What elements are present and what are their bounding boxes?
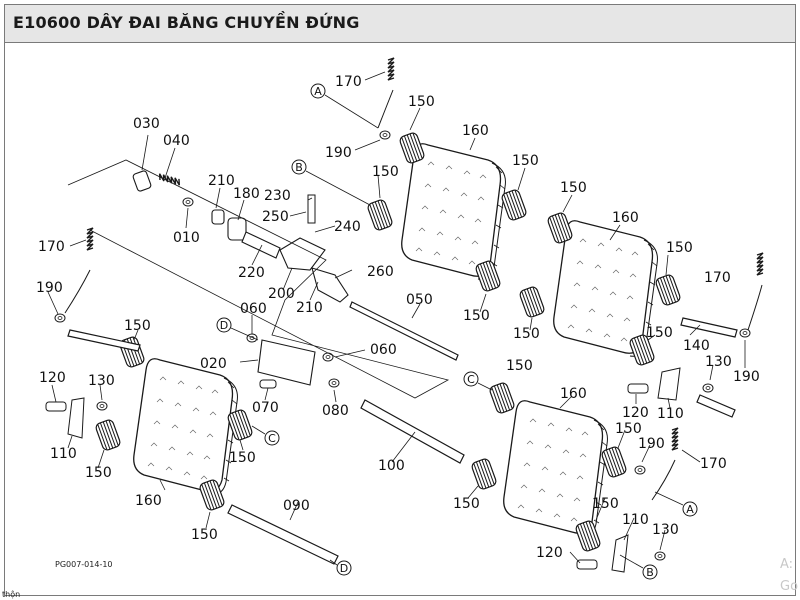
part-label-120: 120 <box>536 545 563 561</box>
part-label-170: 170 <box>704 270 731 286</box>
part-label-120: 120 <box>622 405 649 421</box>
shafts <box>67 301 738 565</box>
callout-a-2: A <box>686 503 694 516</box>
part-label-170: 170 <box>38 239 65 255</box>
callout-b-1: B <box>295 161 303 174</box>
part-label-060: 060 <box>370 342 397 358</box>
part-label-190: 190 <box>638 436 665 452</box>
drawing-code: PG007-014-10 <box>55 560 113 569</box>
part-label-190: 190 <box>733 369 760 385</box>
part-label-150: 150 <box>408 94 435 110</box>
part-label-150: 150 <box>506 358 533 374</box>
part-label-150: 150 <box>85 465 112 481</box>
small-hardware <box>45 130 751 573</box>
leader-lines <box>47 71 746 564</box>
callout-b-2: B <box>646 566 654 579</box>
part-label-160: 160 <box>135 493 162 509</box>
part-label-040: 040 <box>163 133 190 149</box>
part-label-150: 150 <box>512 153 539 169</box>
watermark-line-2: Go <box>780 579 798 594</box>
belt-lower-right <box>503 400 609 537</box>
part-label-060: 060 <box>240 301 267 317</box>
belt-upper-left <box>401 143 507 280</box>
callout-d-2: D <box>340 562 348 575</box>
title-bar: E10600 DÂY ĐAI BĂNG CHUYỀN ĐỨNG <box>5 5 795 43</box>
part-label-160: 160 <box>462 123 489 139</box>
part-label-190: 190 <box>36 280 63 296</box>
part-label-170: 170 <box>335 74 362 90</box>
callout-c-1: C <box>467 373 475 386</box>
part-label-190: 190 <box>325 145 352 161</box>
part-label-210: 210 <box>296 300 323 316</box>
callout-circles <box>216 83 698 580</box>
part-label-160: 160 <box>560 386 587 402</box>
part-label-140: 140 <box>683 338 710 354</box>
part-label-100: 100 <box>378 458 405 474</box>
part-label-030: 030 <box>133 116 160 132</box>
part-label-160: 160 <box>612 210 639 226</box>
part-label-200: 200 <box>268 286 295 302</box>
part-label-150: 150 <box>453 496 480 512</box>
part-label-130: 130 <box>88 373 115 389</box>
part-label-170: 170 <box>700 456 727 472</box>
part-label-150: 150 <box>463 308 490 324</box>
part-label-130: 130 <box>652 522 679 538</box>
part-label-150: 150 <box>372 164 399 180</box>
belt-lower-left <box>133 358 239 495</box>
part-label-150: 150 <box>191 527 218 543</box>
part-label-110: 110 <box>657 406 684 422</box>
part-label-150: 150 <box>615 421 642 437</box>
corner-text: thộn <box>2 589 20 599</box>
part-label-110: 110 <box>622 512 649 528</box>
part-label-240: 240 <box>334 219 361 235</box>
part-label-180: 180 <box>233 186 260 202</box>
assembly-outline <box>67 159 450 399</box>
part-label-070: 070 <box>252 400 279 416</box>
part-labels: 170 150 190 160 150 150 030 040 210 180 … <box>36 74 760 561</box>
springs <box>64 57 764 501</box>
part-label-150: 150 <box>124 318 151 334</box>
part-label-130: 130 <box>705 354 732 370</box>
part-label-020: 020 <box>200 356 227 372</box>
part-label-120: 120 <box>39 370 66 386</box>
part-label-150: 150 <box>560 180 587 196</box>
part-label-230: 230 <box>264 188 291 204</box>
part-label-150: 150 <box>646 325 673 341</box>
part-label-110: 110 <box>50 446 77 462</box>
part-label-150: 150 <box>592 496 619 512</box>
page-title: E10600 DÂY ĐAI BĂNG CHUYỀN ĐỨNG <box>13 13 360 32</box>
part-label-080: 080 <box>322 403 349 419</box>
part-label-220: 220 <box>238 265 265 281</box>
part-label-150: 150 <box>666 240 693 256</box>
part-label-150: 150 <box>513 326 540 342</box>
part-label-050: 050 <box>406 292 433 308</box>
callout-c-2: C <box>268 432 276 445</box>
callout-a-1: A <box>314 85 322 98</box>
part-label-210: 210 <box>208 173 235 189</box>
callout-d-1: D <box>220 319 228 332</box>
part-label-150: 150 <box>229 450 256 466</box>
part-label-260: 260 <box>367 264 394 280</box>
part-label-250: 250 <box>262 209 289 225</box>
watermark-line-1: A: <box>780 557 793 572</box>
part-label-010: 010 <box>173 230 200 246</box>
callout-arrows <box>230 94 684 569</box>
part-label-090: 090 <box>283 498 310 514</box>
